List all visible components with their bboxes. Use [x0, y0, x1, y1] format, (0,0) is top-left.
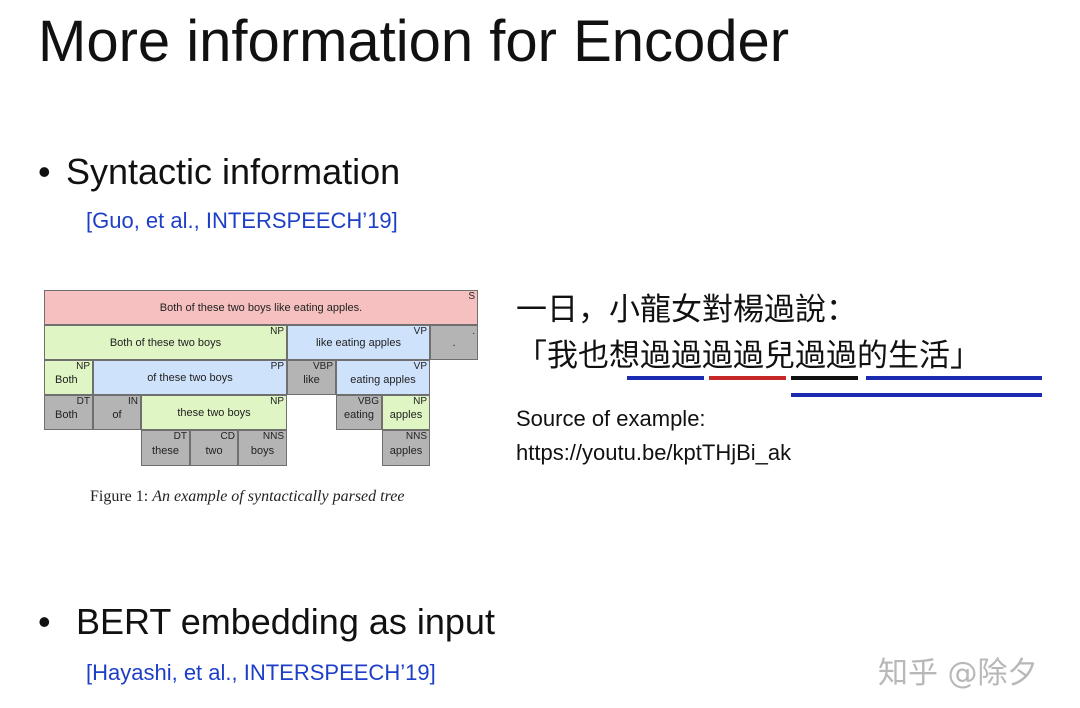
tree-node-text: . — [452, 337, 456, 349]
underline-guo-2 — [709, 376, 786, 380]
tree-node-tag: NP — [76, 361, 90, 372]
figure-caption: Figure 1: An example of syntactically pa… — [90, 488, 404, 506]
tree-node-vbg: eating VBG — [336, 395, 382, 430]
zhihu-watermark: 知乎 @除夕 — [878, 656, 1038, 691]
tree-node-text: like eating apples — [315, 337, 401, 349]
tree-node-in-of: of IN — [93, 395, 141, 430]
tree-node-tag: NNS — [262, 431, 284, 442]
underline-guo-1 — [627, 376, 704, 380]
tree-node-vbp: like VBP — [287, 360, 336, 395]
bullet-text: BERT embedding as input — [76, 601, 495, 642]
tree-node-np: Both of these two boys NP — [44, 325, 287, 360]
tree-node-text: of these two boys — [147, 372, 233, 384]
tree-node-text: like — [303, 374, 320, 386]
tree-node-tag: VBP — [312, 361, 333, 372]
caption-prefix: Figure 1: — [90, 488, 149, 505]
tree-node-text: Both of these two boys — [109, 337, 222, 349]
tree-node-vp2: eating apples VP — [336, 360, 430, 395]
slide-title: More information for Encoder — [38, 9, 790, 74]
underline-guo-3 — [791, 376, 858, 380]
tree-node-nns-boys: boys NNS — [238, 430, 287, 466]
tree-node-tag: CD — [220, 431, 235, 442]
tree-node-cd-two: two CD — [190, 430, 238, 466]
tree-node-tag: . — [472, 326, 475, 337]
tree-node-text: Both — [55, 374, 78, 386]
tree-node-dt-these: these DT — [141, 430, 190, 466]
source-url[interactable]: https://youtu.be/kptTHjBi_ak — [516, 440, 792, 465]
parse-tree-figure: Both of these two boys like eating apple… — [44, 290, 480, 470]
underline-guoer — [866, 376, 1042, 380]
tree-node-pp: of these two boys PP — [93, 360, 287, 395]
tree-node-tag: NNS — [405, 431, 427, 442]
example-line-1: 一日，小龍女對楊過說： — [516, 292, 857, 328]
tree-node-tag: NP — [270, 396, 284, 407]
underline-guo-guoer — [791, 393, 1042, 397]
tree-node-tag: IN — [128, 396, 138, 407]
citation-guo: [Guo, et al., INTERSPEECH’19] — [86, 208, 398, 233]
tree-node-tag: PP — [270, 361, 284, 372]
caption-text: An example of syntactically parsed tree — [152, 488, 405, 505]
tree-node-tag: VBG — [357, 396, 379, 407]
bullet-bert: • BERT embedding as input — [38, 600, 495, 644]
tree-node-text: these — [152, 445, 179, 457]
tree-node-text: Both — [55, 409, 78, 421]
citation-hayashi: [Hayashi, et al., INTERSPEECH’19] — [86, 660, 436, 685]
tree-node-text: Both of these two boys like eating apple… — [159, 302, 363, 314]
tree-node-text: apples — [389, 409, 423, 421]
tree-node-text: boys — [250, 445, 275, 457]
bullet-dot: • — [38, 151, 51, 192]
tree-node-tag: NP — [270, 326, 284, 337]
tree-node-text: these two boys — [177, 407, 251, 419]
tree-node-text: apples — [389, 445, 423, 457]
tree-node-s: Both of these two boys like eating apple… — [44, 290, 478, 325]
tree-node-tag: VP — [413, 361, 427, 372]
tree-node-tag: NP — [413, 396, 427, 407]
example-line-2: 「我也想過過過過兒過過的生活」 — [516, 338, 981, 374]
source-label: Source of example: — [516, 406, 706, 431]
tree-node-tag: S — [468, 291, 475, 302]
tree-node-punct: . . — [430, 325, 478, 360]
tree-node-np-both: Both NP — [44, 360, 93, 395]
tree-node-nns-apples: apples NNS — [382, 430, 430, 466]
tree-node-text: of — [112, 409, 122, 421]
tree-node-tag: VP — [413, 326, 427, 337]
tree-node-np-apples: apples NP — [382, 395, 430, 430]
tree-node-text: eating — [344, 409, 374, 421]
bullet-dot: • — [38, 601, 51, 642]
bullet-syntactic: • Syntactic information — [38, 150, 400, 194]
tree-node-text: eating apples — [350, 374, 416, 386]
tree-node-np-these: these two boys NP — [141, 395, 287, 430]
tree-node-dt-both: Both DT — [44, 395, 93, 430]
bullet-text: Syntactic information — [66, 151, 401, 192]
tree-node-tag: DT — [173, 431, 187, 442]
tree-node-vp: like eating apples VP — [287, 325, 430, 360]
tree-node-text: two — [205, 445, 223, 457]
tree-node-tag: DT — [76, 396, 90, 407]
